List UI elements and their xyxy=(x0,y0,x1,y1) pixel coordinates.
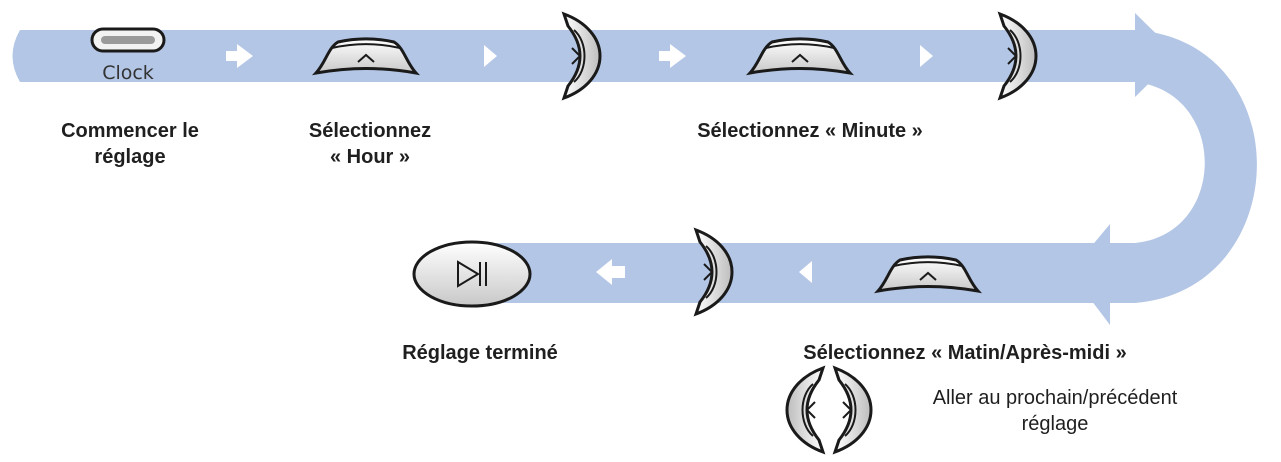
step-hour-line1: Sélectionnez xyxy=(308,120,432,142)
flow-band-bottom-body xyxy=(480,243,1112,303)
step-minute-label: Sélectionnez « Minute » xyxy=(697,120,923,142)
step-done-label: Réglage terminé xyxy=(402,342,558,364)
triangle-right-icon xyxy=(484,45,497,67)
step-hour-line2: « Hour » xyxy=(329,146,411,168)
chevron-right-icon xyxy=(997,11,1038,101)
step-start-line2: réglage xyxy=(94,146,166,168)
triangle-left-icon xyxy=(799,261,812,283)
flow-band-curve xyxy=(1135,30,1257,303)
chevron-up-icon xyxy=(311,37,421,76)
direction-arrows xyxy=(226,44,933,285)
step-hour-label: Sélectionnez « Hour » xyxy=(270,118,470,170)
legend-line1: Aller au prochain/précédent xyxy=(932,387,1178,409)
play-pause-icon xyxy=(412,240,532,308)
clock-label: Clock xyxy=(102,62,154,84)
legend-prev-next-label: Aller au prochain/précédent réglage xyxy=(905,385,1205,437)
chevron-right-icon xyxy=(561,11,602,101)
arrow-right-icon xyxy=(659,44,686,68)
arrow-left-icon xyxy=(596,259,625,285)
step-ampm-label: Sélectionnez « Matin/Après-midi » xyxy=(803,342,1127,364)
clock-button-icon: Clock xyxy=(90,27,166,84)
prev-next-icon xyxy=(785,365,873,455)
arrow-right-icon xyxy=(226,44,253,68)
triangle-right-icon xyxy=(920,45,933,67)
chevron-right-icon xyxy=(693,227,734,317)
chevron-up-icon xyxy=(745,37,855,76)
step-start-line1: Commencer le xyxy=(61,120,199,142)
chevron-up-icon xyxy=(873,255,983,294)
step-start-label: Commencer le réglage xyxy=(30,118,230,170)
legend-line2: réglage xyxy=(1021,413,1089,435)
